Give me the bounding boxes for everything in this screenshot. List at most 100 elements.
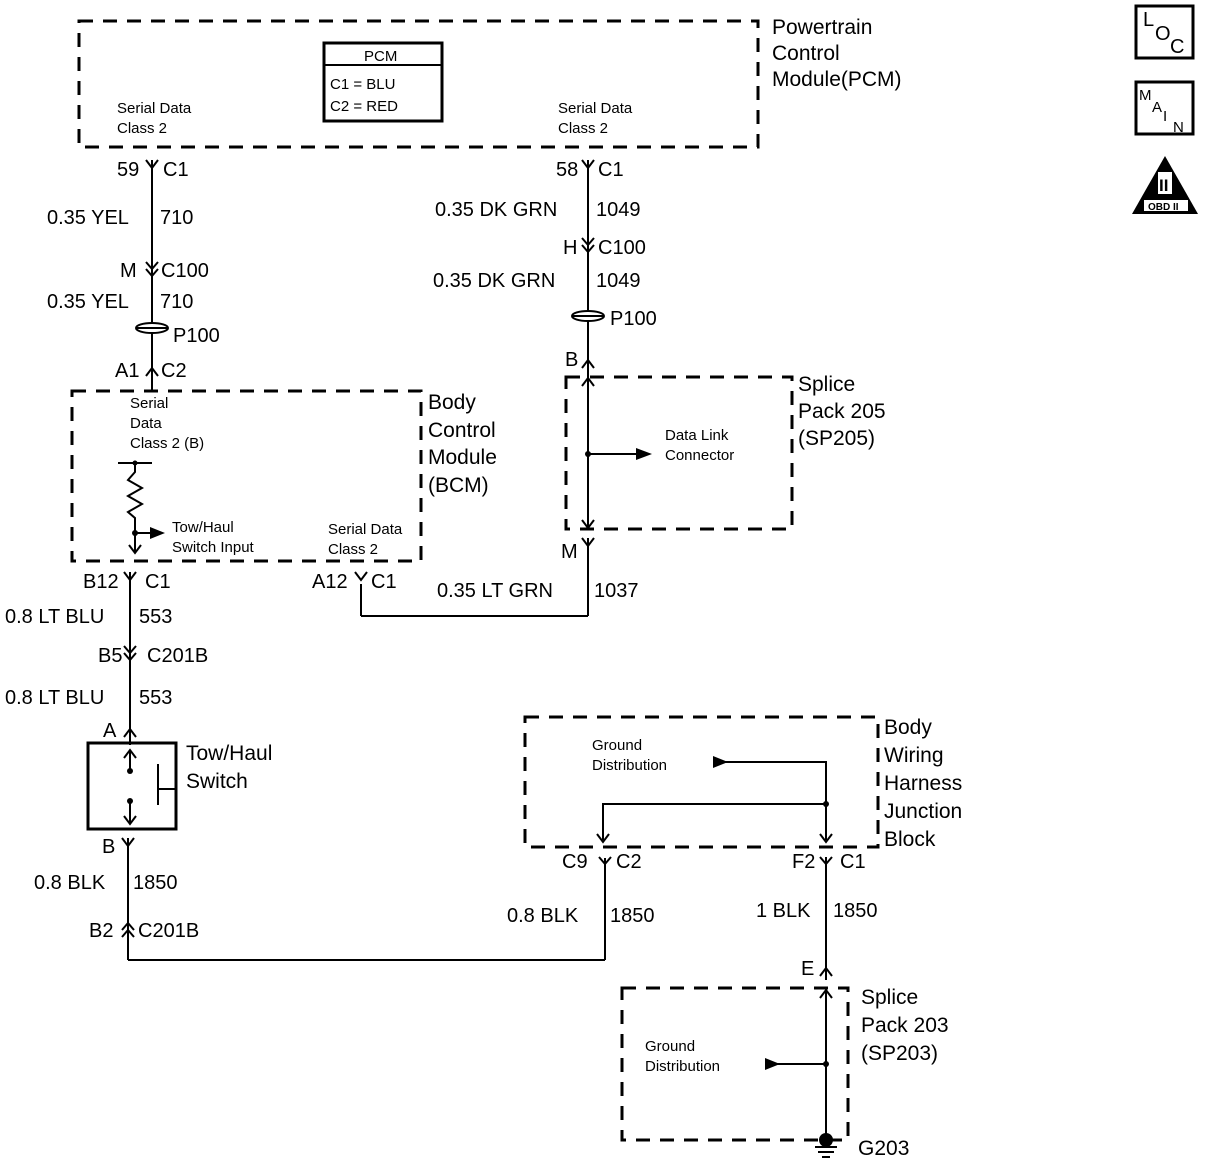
jb-c9-arrow-icon <box>596 833 610 844</box>
pin-a12-label: A12 <box>312 571 348 593</box>
bcm-serial-b-3: Class 2 (B) <box>130 435 204 452</box>
sp205-title-2: Pack 205 <box>798 400 886 423</box>
sp203-ground-label-2: Distribution <box>645 1058 720 1075</box>
p100-label-right: P100 <box>610 308 657 330</box>
jb-internal-ground-bus <box>713 761 827 840</box>
c100-connector-icon <box>145 261 159 278</box>
jb-ground-label-2: Distribution <box>592 757 667 774</box>
legend-row-c2: C2 = RED <box>330 98 398 115</box>
g203-label: G203 <box>858 1137 909 1160</box>
sp203-title-3: (SP203) <box>861 1042 938 1065</box>
c201b-label-upper: C201B <box>147 645 208 667</box>
loc-badge[interactable]: L O C <box>1134 4 1195 60</box>
main-badge-frame <box>1134 80 1195 136</box>
dlc-label-2: Connector <box>665 447 734 464</box>
pcm-right-serial-label-1: Serial Data <box>558 100 633 117</box>
bcm-title-1: Body <box>428 391 476 414</box>
loc-letter-o: O <box>1155 23 1171 45</box>
sp203-title-1: Splice <box>861 986 918 1009</box>
wire-1850-gauge-c9: 0.8 BLK <box>507 905 579 927</box>
main-letter-i: I <box>1163 108 1167 125</box>
bcm-title-4: (BCM) <box>428 474 489 497</box>
legend-frame <box>322 41 444 123</box>
pcm-title-line-1: Powertrain <box>772 16 872 39</box>
wire-553-circuit-upper: 553 <box>139 606 172 628</box>
main-badge[interactable]: M A I N <box>1134 80 1195 136</box>
c201b-connector-icon <box>123 645 137 662</box>
wire-1850-circuit-f2: 1850 <box>833 900 878 922</box>
bcm-serial-b-2: Data <box>130 415 162 432</box>
obd-label-bg <box>1144 200 1188 211</box>
c100-pin-m-label: M <box>120 260 137 282</box>
jb-title-1: Body <box>884 716 932 739</box>
wire-1850-circuit-c9: 1850 <box>610 905 655 927</box>
c201b-lower-connector-icon <box>121 921 135 938</box>
switch-pin-a-label: A <box>103 720 117 742</box>
bcm-title-3: Module <box>428 446 497 469</box>
switch-contact-down-icon <box>123 801 137 826</box>
bcm-c2-label: C2 <box>161 360 187 382</box>
wire-1850-gauge-left: 0.8 BLK <box>34 872 106 894</box>
jb-title-3: Harness <box>884 772 962 795</box>
legend-row-c1: C1 = BLU <box>330 76 395 93</box>
tow-haul-switch[interactable] <box>86 741 178 831</box>
jb-internal-branch <box>602 803 826 840</box>
bcm-input-label-1: Tow/Haul <box>172 519 234 536</box>
dlc-arrow-icon <box>636 448 652 460</box>
wire-1037-circuit: 1037 <box>594 580 639 602</box>
sp205-pin-b-label: B <box>565 349 578 371</box>
c100-label-right: C100 <box>598 237 646 259</box>
switch-frame <box>86 741 178 831</box>
jb-c2-label: C2 <box>616 851 642 873</box>
loc-letter-c: C <box>1170 36 1184 58</box>
wire-710-gauge-lower: 0.35 YEL <box>47 291 129 313</box>
c201b-label-lower: C201B <box>138 920 199 942</box>
switch-pin-a-connector-icon <box>123 727 137 738</box>
p100-pass-through-icon <box>135 322 169 334</box>
jb-title-4: Junction <box>884 800 962 823</box>
sp205-top-arrow-icon <box>581 376 595 387</box>
switch-contact-dot-upper <box>127 768 133 774</box>
pcm-title-line-3: Module(PCM) <box>772 68 902 91</box>
bcm-serial-label-1: Serial Data <box>328 521 403 538</box>
sp203-boundary <box>620 986 850 1142</box>
pin-a1-connector-icon <box>145 366 159 377</box>
c201b-pin-b5-label: B5 <box>98 645 122 667</box>
sp203-pin-e-label: E <box>801 958 814 980</box>
wire-1049-circuit-lower: 1049 <box>596 270 641 292</box>
loc-letter-l: L <box>1143 9 1154 31</box>
bcm-c1-a12-label: C1 <box>371 571 397 593</box>
wire-1850-gauge-f2: 1 BLK <box>756 900 811 922</box>
pcm-c1-label: C1 <box>163 159 189 181</box>
sp203-title-2: Pack 203 <box>861 1014 949 1037</box>
sp203-ground-arrow-icon <box>765 1058 780 1070</box>
jb-f2-arrow-icon <box>819 833 833 844</box>
pcm-boundary <box>77 19 760 149</box>
switch-title-1: Tow/Haul <box>186 742 272 765</box>
sp203-pin-e-connector-icon <box>819 966 833 977</box>
sp205-bottom-arrow-icon <box>581 519 595 530</box>
pin-59-connector-icon <box>145 159 159 170</box>
obd-ii-badge[interactable]: II OBD II <box>1132 156 1198 214</box>
main-letter-n: N <box>1173 119 1184 136</box>
wire-1850-circuit-left: 1850 <box>133 872 178 894</box>
jb-c1-label: C1 <box>840 851 866 873</box>
jb-title-5: Block <box>884 828 936 851</box>
wire-1049-circuit-upper: 1049 <box>596 199 641 221</box>
sp205-pin-m-label: M <box>561 541 578 563</box>
pin-c9-label: C9 <box>562 851 588 873</box>
wire-710-circuit-upper: 710 <box>160 207 193 229</box>
loc-badge-frame <box>1134 4 1195 60</box>
dlc-label-1: Data Link <box>665 427 729 444</box>
pcm-c1-right-label: C1 <box>598 159 624 181</box>
pin-b-sp205-connector-icon <box>581 358 595 369</box>
ground-g203-icon <box>815 1133 837 1158</box>
wire-553-gauge-lower: 0.8 LT BLU <box>5 687 104 709</box>
switch-title-2: Switch <box>186 770 248 793</box>
wire-553-gauge-upper: 0.8 LT BLU <box>5 606 104 628</box>
tow-haul-input-arrow-icon <box>150 527 165 539</box>
jb-title-2: Wiring <box>884 744 944 767</box>
obd-numeral-bg <box>1158 172 1172 194</box>
wire-1049-gauge-lower: 0.35 DK GRN <box>433 270 555 292</box>
